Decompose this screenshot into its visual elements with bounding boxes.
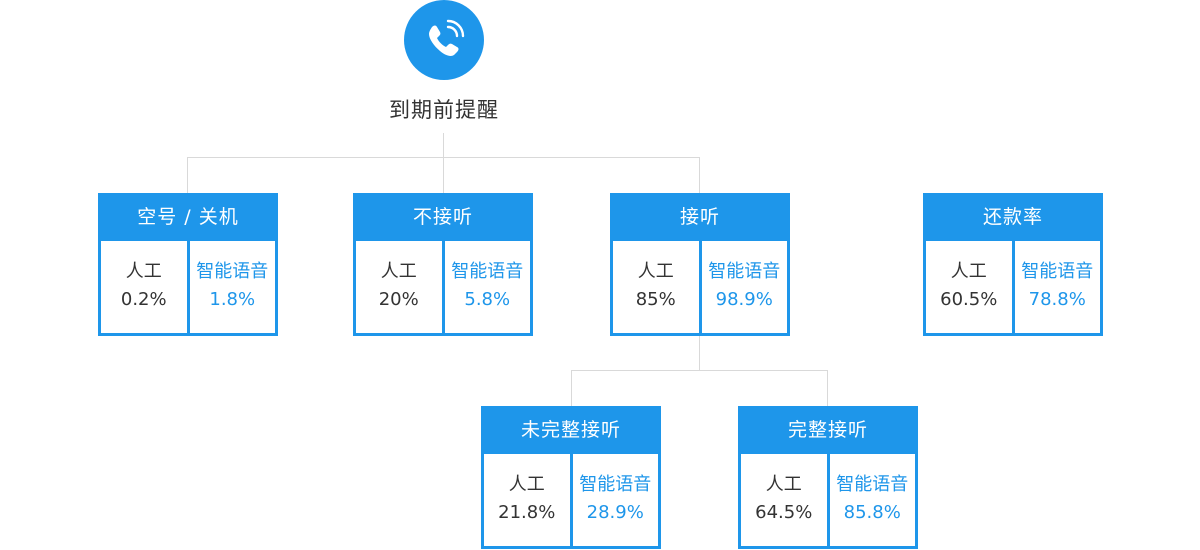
ai-label: 智能语音 — [1021, 261, 1094, 282]
node-title: 空号 / 关机 — [137, 206, 239, 228]
ai-label: 智能语音 — [451, 261, 524, 282]
node-title: 完整接听 — [787, 419, 868, 441]
manual-cell: 人工 64.5% — [741, 454, 827, 546]
node-title: 未完整接听 — [520, 419, 621, 441]
root-title: 到期前提醒 — [389, 98, 499, 122]
manual-label: 人工 — [765, 474, 802, 495]
node-title: 不接听 — [412, 206, 473, 228]
ai-value: 98.9% — [715, 289, 773, 310]
manual-cell: 人工 60.5% — [926, 241, 1012, 333]
ai-label: 智能语音 — [196, 261, 269, 282]
ai-cell: 智能语音 1.8% — [189, 241, 275, 333]
ai-cell: 智能语音 78.8% — [1014, 241, 1100, 333]
manual-label: 人工 — [508, 474, 545, 495]
ai-value: 78.8% — [1028, 289, 1086, 310]
ai-label: 智能语音 — [836, 474, 909, 495]
node-complete-answer: 完整接听 人工 64.5% 智能语音 85.8% — [738, 406, 918, 549]
node-incomplete-answer: 未完整接听 人工 21.8% 智能语音 28.9% — [481, 406, 661, 549]
ai-value: 5.8% — [464, 289, 511, 310]
node-empty-number-off: 空号 / 关机 人工 0.2% 智能语音 1.8% — [98, 193, 278, 336]
node-not-answered: 不接听 人工 20% 智能语音 5.8% — [353, 193, 533, 336]
ai-value: 85.8% — [843, 502, 901, 523]
manual-value: 0.2% — [120, 289, 167, 310]
node-repayment-rate: 还款率 人工 60.5% 智能语音 78.8% — [923, 193, 1103, 336]
node-answered: 接听 人工 85% 智能语音 98.9% — [610, 193, 790, 336]
manual-label: 人工 — [637, 261, 674, 282]
ai-cell: 智能语音 5.8% — [444, 241, 530, 333]
ai-cell: 智能语音 85.8% — [829, 454, 915, 546]
manual-value: 20% — [378, 289, 419, 310]
manual-cell: 人工 0.2% — [101, 241, 187, 333]
ai-value: 1.8% — [209, 289, 256, 310]
ai-value: 28.9% — [586, 502, 644, 523]
manual-cell: 人工 85% — [613, 241, 699, 333]
node-title: 还款率 — [982, 206, 1043, 228]
manual-label: 人工 — [125, 261, 162, 282]
ai-cell: 智能语音 28.9% — [572, 454, 658, 546]
ai-label: 智能语音 — [708, 261, 781, 282]
phone-icon — [404, 0, 484, 80]
ai-label: 智能语音 — [579, 474, 652, 495]
manual-value: 64.5% — [755, 502, 813, 523]
manual-label: 人工 — [380, 261, 417, 282]
ai-cell: 智能语音 98.9% — [701, 241, 787, 333]
manual-value: 85% — [635, 289, 676, 310]
manual-cell: 人工 21.8% — [484, 454, 570, 546]
manual-cell: 人工 20% — [356, 241, 442, 333]
manual-value: 60.5% — [940, 289, 998, 310]
manual-value: 21.8% — [498, 502, 556, 523]
manual-label: 人工 — [950, 261, 987, 282]
node-title: 接听 — [679, 206, 720, 228]
